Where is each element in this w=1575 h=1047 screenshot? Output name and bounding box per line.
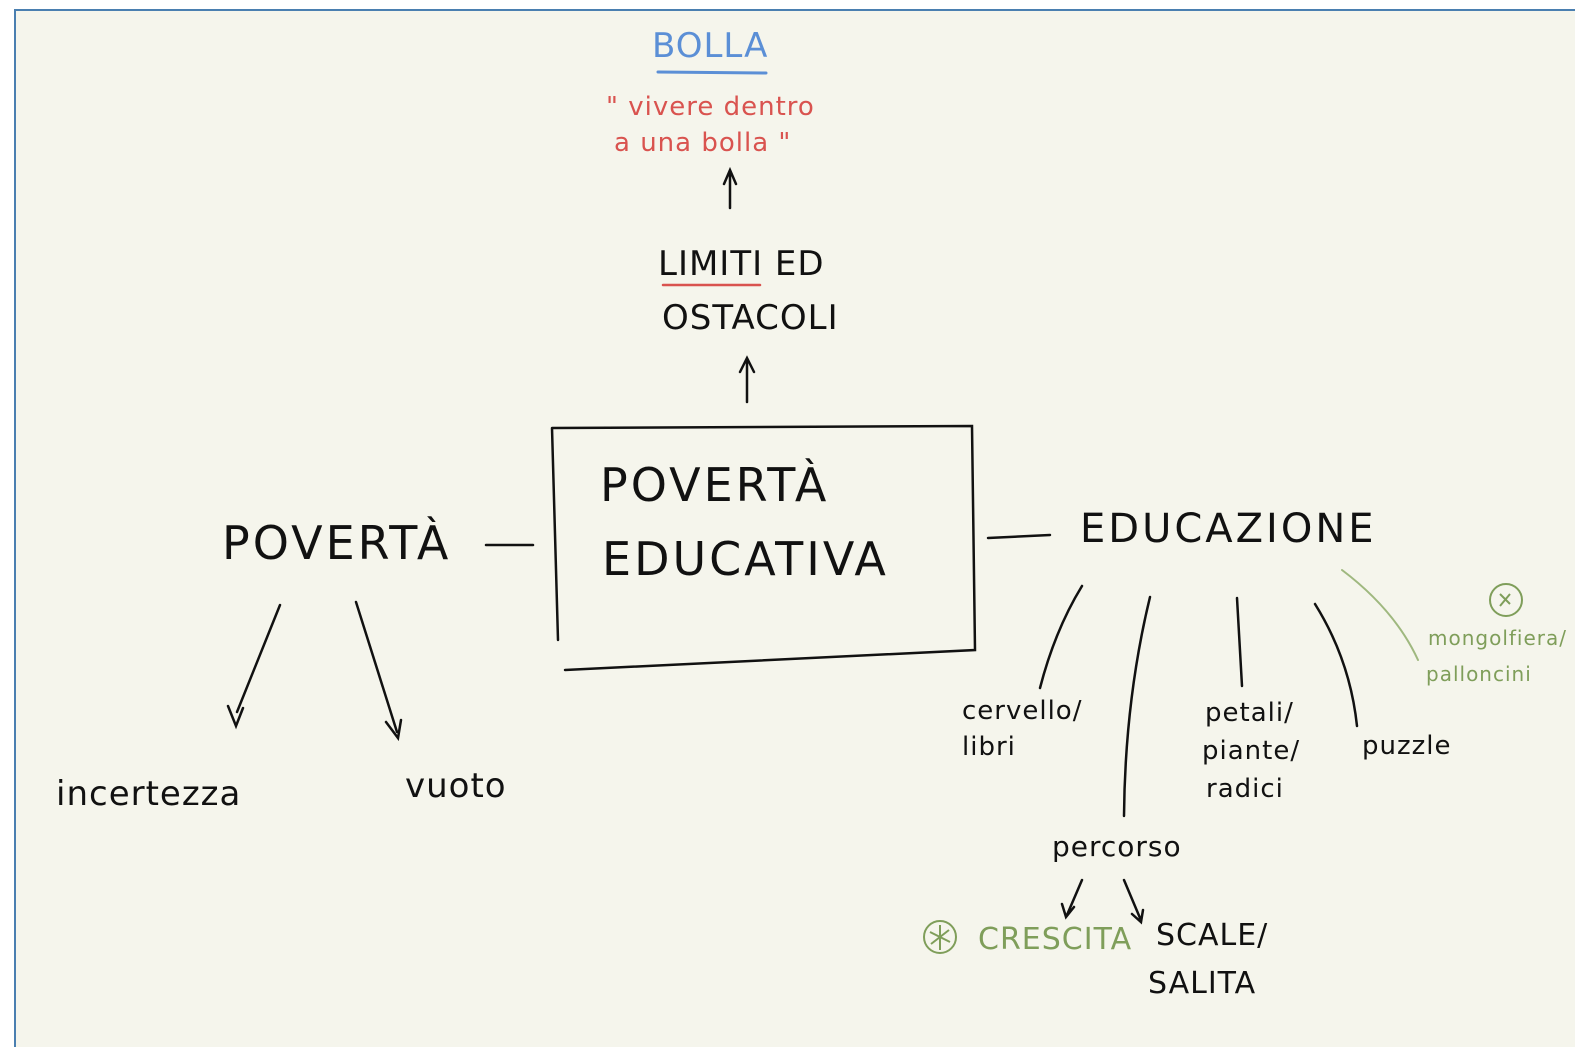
crescita-icon: [923, 920, 957, 954]
bolla-quote-line1: " vivere dentro: [606, 92, 815, 122]
cervello-line2: libri: [962, 732, 1016, 762]
center-box-border: [550, 424, 977, 672]
educazione-node: EDUCAZIONE: [1080, 506, 1377, 552]
arrow-to-scale: [1122, 878, 1145, 925]
scale-line2: SALITA: [1148, 966, 1257, 1001]
branch-puzzle: [1313, 602, 1359, 728]
bolla-quote-line2: a una bolla ": [614, 128, 792, 158]
cervello-line1: cervello/: [962, 696, 1083, 726]
arrow-to-limiti: [738, 355, 756, 404]
arrow-to-bolla: [722, 166, 738, 210]
puzzle-label: puzzle: [1362, 731, 1452, 761]
crescita-label: CRESCITA: [978, 922, 1133, 957]
vuoto-label: vuoto: [405, 766, 507, 806]
limiti-line1: LIMITI ED: [658, 244, 825, 284]
arrow-to-incertezza: [226, 603, 282, 730]
branch-percorso: [1122, 595, 1152, 818]
bolla-underline: [656, 70, 768, 75]
branch-petali: [1235, 596, 1244, 688]
petali-line3: radici: [1206, 774, 1284, 804]
center-title-line2: EDUCATIVA: [602, 532, 889, 586]
incertezza-label: incertezza: [56, 774, 242, 814]
paper-frame: [14, 9, 1575, 1047]
mongolfiera-line1: mongolfiera/: [1428, 626, 1568, 650]
poverta-node: POVERTÀ: [222, 516, 452, 570]
petali-line2: piante/: [1202, 736, 1301, 766]
center-title-line1: POVERTÀ: [600, 458, 830, 512]
limiti-line2: OSTACOLI: [662, 298, 839, 338]
bolla-title: BOLLA: [652, 26, 769, 66]
petali-line1: petali/: [1205, 698, 1294, 728]
arrow-to-crescita: [1060, 878, 1084, 920]
mongolfiera-line2: palloncini: [1426, 662, 1532, 686]
connector-right: [986, 533, 1052, 540]
scale-line1: SCALE/: [1156, 918, 1269, 953]
mongolfiera-icon: [1489, 583, 1523, 617]
arrow-to-vuoto: [354, 600, 403, 742]
branch-cervello: [1038, 584, 1084, 690]
percorso-label: percorso: [1052, 830, 1182, 863]
branch-mongolfiera: [1341, 569, 1419, 661]
